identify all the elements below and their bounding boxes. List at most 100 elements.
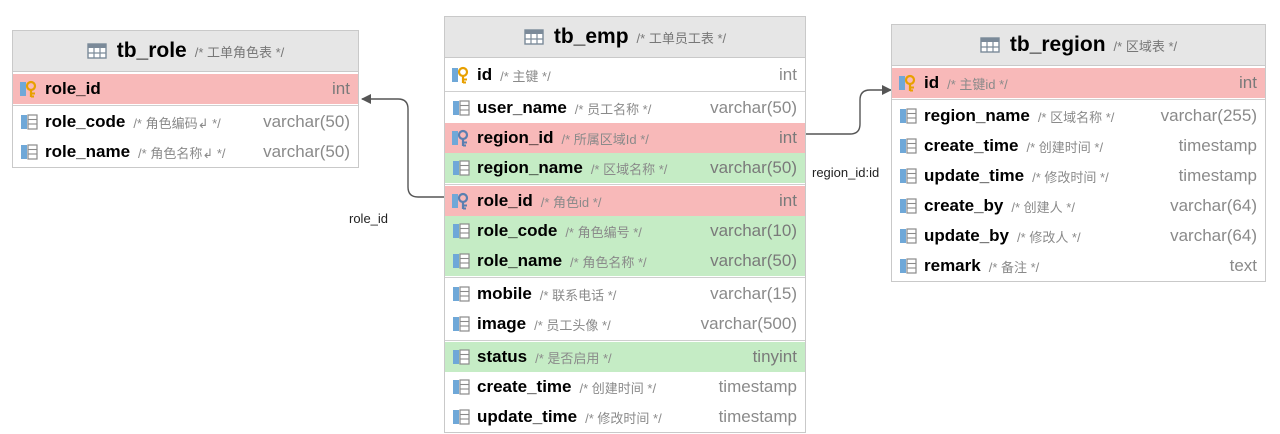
primary-key-icon bbox=[898, 74, 918, 92]
column-type: varchar(50) bbox=[710, 158, 797, 177]
column-name: update_time bbox=[924, 166, 1025, 185]
column-type: int bbox=[332, 79, 350, 98]
column-icon bbox=[19, 113, 39, 131]
table-comment: /* 区域表 */ bbox=[1113, 38, 1178, 54]
column-comment: /* 角色编码↲ */ bbox=[133, 115, 221, 131]
column-row-create-time[interactable]: create_time/* 创建时间 */timestamp bbox=[892, 131, 1265, 161]
column-icon bbox=[898, 137, 918, 155]
column-row-remark[interactable]: remark/* 备注 */text bbox=[892, 251, 1265, 281]
column-row-status[interactable]: status/* 是否启用 */tinyint bbox=[445, 342, 805, 372]
column-icon bbox=[451, 159, 471, 177]
column-name: update_time bbox=[477, 407, 578, 426]
column-row-id[interactable]: id/* 主键 */int bbox=[445, 60, 805, 90]
column-name: image bbox=[477, 314, 527, 333]
column-name: mobile bbox=[477, 284, 532, 303]
table-name: tb_role bbox=[116, 39, 187, 62]
column-icon bbox=[451, 285, 471, 303]
column-row-image[interactable]: image/* 员工头像 */varchar(500) bbox=[445, 309, 805, 339]
column-name: create_time bbox=[477, 377, 572, 396]
column-icon bbox=[898, 107, 918, 125]
column-row-role-name[interactable]: role_name/* 角色名称↲ */varchar(50) bbox=[13, 137, 358, 167]
column-row-create-by[interactable]: create_by/* 创建人 */varchar(64) bbox=[892, 191, 1265, 221]
column-type: timestamp bbox=[718, 407, 797, 426]
column-icon bbox=[898, 257, 918, 275]
column-icon bbox=[451, 222, 471, 240]
column-row-create-time[interactable]: create_time/* 创建时间 */timestamp bbox=[445, 372, 805, 402]
column-comment: /* 备注 */ bbox=[988, 259, 1040, 275]
column-comment: /* 角色名称 */ bbox=[570, 254, 647, 270]
column-type: varchar(10) bbox=[710, 221, 797, 240]
primary-key-icon bbox=[451, 66, 471, 84]
row-divider bbox=[445, 277, 805, 278]
primary-key-icon bbox=[19, 80, 39, 98]
column-comment: /* 区域名称 */ bbox=[590, 161, 668, 177]
column-comment: /* 员工头像 */ bbox=[534, 317, 611, 333]
emp-region-relation-line[interactable] bbox=[806, 85, 892, 135]
column-type: int bbox=[779, 65, 797, 84]
table-tb_role[interactable]: tb_role /* 工单角色表 */ role_id int role_code /… bbox=[12, 30, 359, 168]
column-icon bbox=[451, 408, 471, 426]
column-icon bbox=[898, 197, 918, 215]
table-name: tb_region bbox=[1009, 33, 1106, 56]
table-comment: /* 工单角色表 */ bbox=[194, 44, 285, 60]
column-name: role_code bbox=[45, 112, 126, 131]
foreign-key-icon bbox=[451, 192, 471, 210]
column-type: text bbox=[1229, 256, 1257, 275]
column-row-role-id[interactable]: role_id/* 角色id */int bbox=[445, 186, 805, 216]
column-row-role-code[interactable]: role_code /* 角色编号 */ varchar(10) bbox=[445, 216, 805, 246]
emp-role-relation-label: role_id bbox=[349, 211, 389, 226]
column-name: id bbox=[477, 65, 493, 84]
column-type: timestamp bbox=[1178, 136, 1257, 155]
table-header[interactable]: tb_region /* 区域表 */ bbox=[892, 25, 1265, 66]
column-row-update-by[interactable]: update_by/* 修改人 */varchar(64) bbox=[892, 221, 1265, 251]
column-comment: /* 创建时间 */ bbox=[579, 380, 657, 396]
column-comment: /* 角色编号 */ bbox=[565, 224, 642, 240]
table-header[interactable]: tb_role /* 工单角色表 */ bbox=[13, 31, 358, 72]
table-icon bbox=[87, 42, 107, 60]
column-type: int bbox=[779, 191, 797, 210]
column-comment: /* 创建人 */ bbox=[1011, 199, 1075, 215]
column-name: role_code bbox=[477, 221, 558, 240]
column-type: int bbox=[779, 128, 797, 147]
column-name: role_name bbox=[45, 142, 131, 161]
column-row-mobile[interactable]: mobile/* 联系电话 */varchar(15) bbox=[445, 279, 805, 309]
table-name: tb_emp bbox=[553, 25, 629, 48]
column-icon bbox=[19, 143, 39, 161]
column-icon bbox=[898, 227, 918, 245]
table-header[interactable]: tb_emp /* 工单员工表 */ bbox=[445, 17, 805, 58]
column-type: varchar(15) bbox=[710, 284, 797, 303]
column-name: create_by bbox=[924, 196, 1004, 215]
column-row-update-time[interactable]: update_time/* 修改时间 */timestamp bbox=[445, 402, 805, 432]
column-icon bbox=[451, 378, 471, 396]
column-icon bbox=[451, 99, 471, 117]
column-row-user-name[interactable]: user_name/* 员工名称 */varchar(50) bbox=[445, 93, 805, 123]
column-icon bbox=[898, 167, 918, 185]
column-name: region_name bbox=[924, 106, 1030, 125]
column-name: id bbox=[924, 73, 940, 92]
column-row-region-name[interactable]: region_name/* 区域名称 */varchar(255) bbox=[892, 101, 1265, 131]
column-row-id[interactable]: id/* 主键id */int bbox=[892, 68, 1265, 98]
column-row-update-time[interactable]: update_time/* 修改时间 */timestamp bbox=[892, 161, 1265, 191]
column-type: varchar(50) bbox=[263, 112, 350, 131]
column-comment: /* 创建时间 */ bbox=[1026, 139, 1104, 155]
emp-role-relation-line[interactable] bbox=[361, 94, 446, 198]
column-comment: /* 角色id */ bbox=[540, 194, 602, 210]
column-name: role_id bbox=[45, 79, 101, 98]
column-type: varchar(50) bbox=[263, 142, 350, 161]
column-row-role-id[interactable]: role_id int bbox=[13, 74, 358, 104]
column-type: varchar(255) bbox=[1160, 106, 1257, 125]
column-row-role-code[interactable]: role_code /* 角色编码↲ */ varchar(50) bbox=[13, 107, 358, 137]
column-name: user_name bbox=[477, 98, 567, 117]
column-row-role-name[interactable]: role_name/* 角色名称 */varchar(50) bbox=[445, 246, 805, 276]
column-row-region-id[interactable]: region_id/* 所属区域Id */int bbox=[445, 123, 805, 153]
row-divider bbox=[445, 184, 805, 185]
column-comment: /* 修改人 */ bbox=[1017, 229, 1081, 245]
column-row-region-name[interactable]: region_name/* 区域名称 */varchar(50) bbox=[445, 153, 805, 183]
foreign-key-icon bbox=[451, 129, 471, 147]
column-type: varchar(64) bbox=[1170, 226, 1257, 245]
column-type: varchar(50) bbox=[710, 251, 797, 270]
column-type: timestamp bbox=[1178, 166, 1257, 185]
